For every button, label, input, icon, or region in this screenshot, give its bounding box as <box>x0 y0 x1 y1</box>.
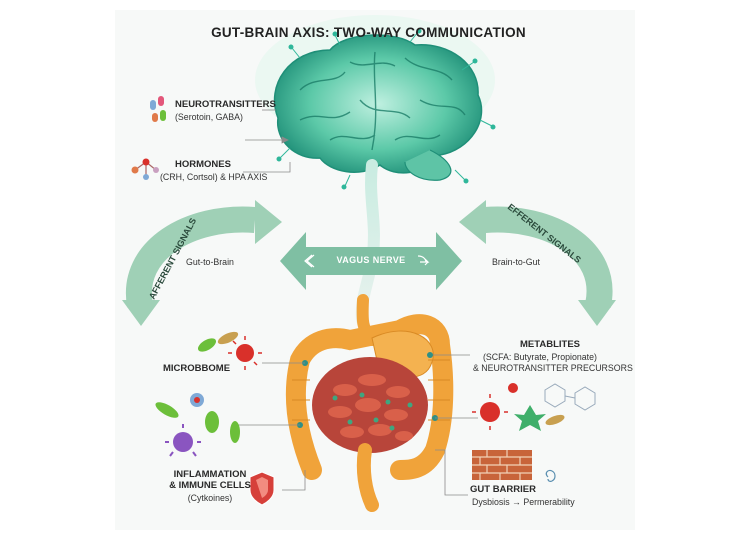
metabolites-title: METABLITES <box>520 339 580 350</box>
vagus-nerve-label: VAGUS NERVE <box>336 255 406 265</box>
metabolites-detail-2: & NEUROTRANSITTER PRECURSORS <box>473 363 633 373</box>
metabolite-icons <box>472 383 596 431</box>
immune-cells-title: & IMMUNE CELLS <box>169 480 251 491</box>
afferent-direction: Gut-to-Brain <box>186 257 234 267</box>
neurotransmitters-title: NEUROTRANSITTERS <box>175 99 276 110</box>
efferent-direction: Brain-to-Gut <box>492 257 540 267</box>
page-title: GUT-BRAIN AXIS: TWO-WAY COMMUNICATION <box>211 25 526 40</box>
neurotransmitters-detail: (Serotoin, GABA) <box>175 112 243 122</box>
connector-lines <box>238 109 478 496</box>
brain <box>255 15 496 190</box>
cytokines-detail: (Cytkoines) <box>187 493 233 503</box>
microbiome-title: MICROBBOME <box>163 363 231 374</box>
gut-barrier-title: GUT BARRIER <box>470 484 536 495</box>
hormones-title: HORMONES <box>175 159 231 170</box>
immune-shield-icon <box>249 471 275 506</box>
gut-barrier-bricks <box>472 450 556 482</box>
neurotransmitter-icon <box>150 96 166 122</box>
afferent-arrow <box>122 200 282 326</box>
hormone-icon <box>131 158 159 180</box>
efferent-arrow <box>459 200 616 326</box>
digestive-tract <box>285 294 454 512</box>
hormones-detail: (CRH, Cortsol) & HPA AXIS <box>160 172 268 182</box>
inflammation-title: INFLAMMATION <box>173 469 247 480</box>
microbiome-bacteria <box>155 331 262 457</box>
metabolites-detail-1: (SCFA: Butyrate, Propionate) <box>483 352 597 362</box>
vagus-nerve-arrow <box>280 232 462 290</box>
gut-barrier-detail: Dysbiosis → Permerability <box>472 497 575 507</box>
